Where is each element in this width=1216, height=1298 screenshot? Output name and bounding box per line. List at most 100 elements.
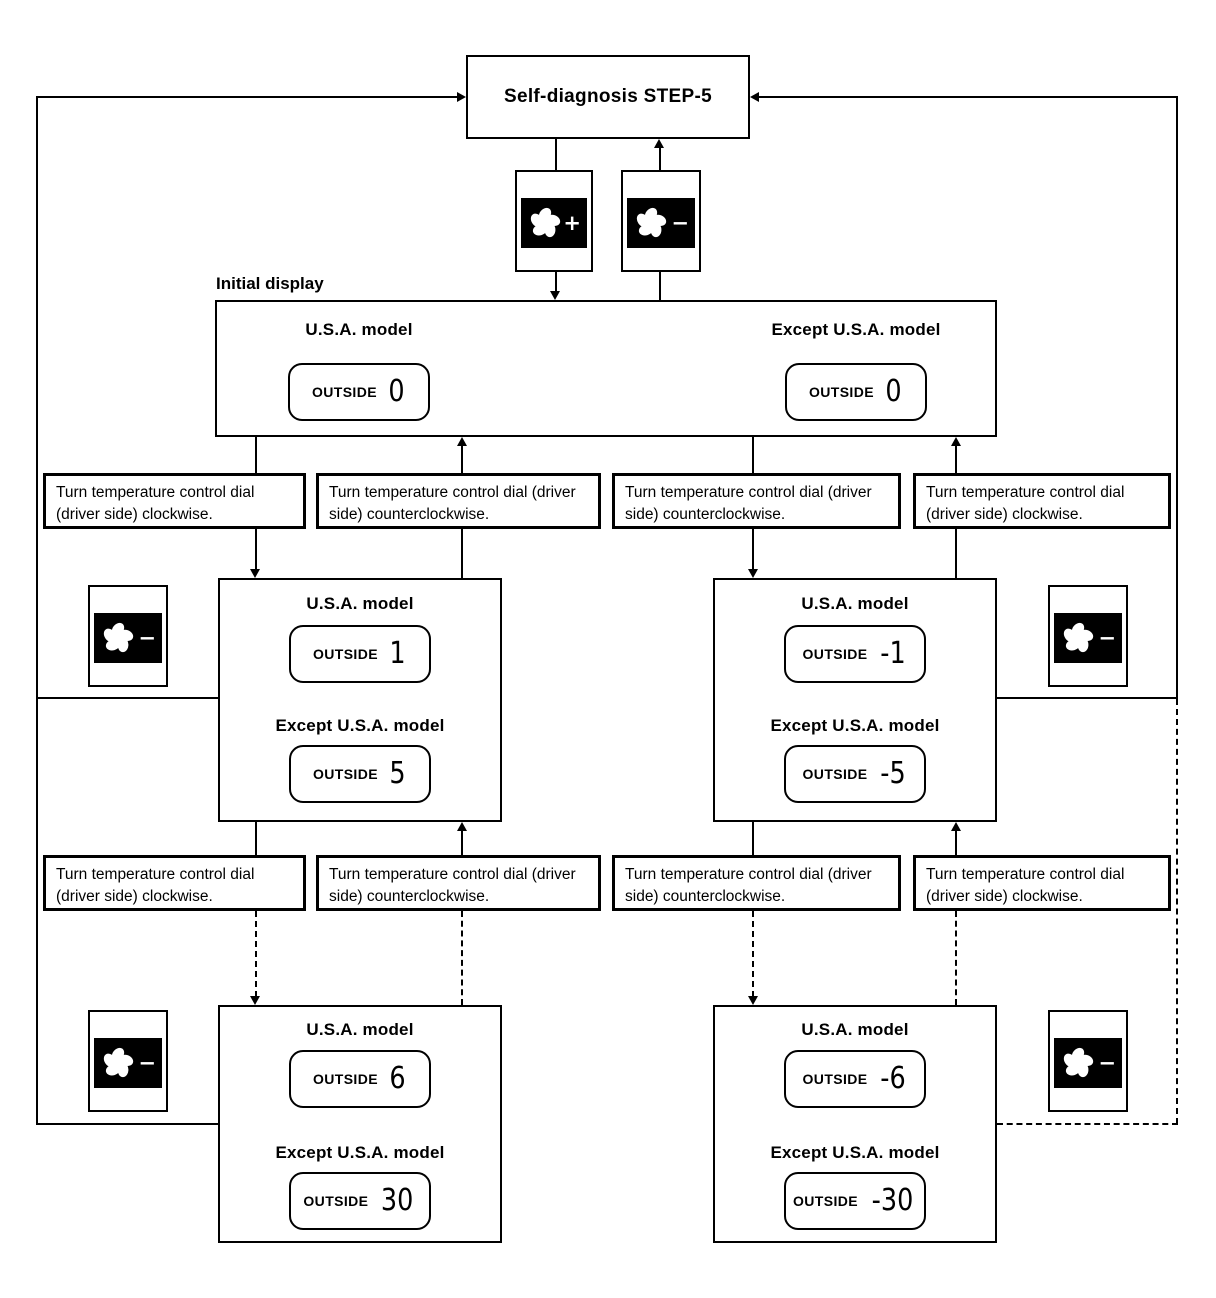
connector2-up-left-dashed xyxy=(461,911,463,1005)
except-usa-model-label: Except U.S.A. model xyxy=(771,320,941,339)
fan-down-line-top xyxy=(659,147,661,170)
fan-down-line-bottom xyxy=(659,272,661,300)
step5-box: Self-diagnosis STEP-5 xyxy=(466,55,750,139)
outside-label: OUTSIDE xyxy=(312,646,378,662)
connector-up-right-b xyxy=(955,529,957,578)
outside-value: -5 xyxy=(879,756,906,791)
connector-up-left-b xyxy=(461,529,463,578)
fan-down-panel: − xyxy=(627,198,695,248)
fan-up-panel: + xyxy=(521,198,587,248)
connector-down-left-a xyxy=(255,437,257,473)
fan-up-line-bottom xyxy=(555,272,557,294)
connector2-down-left-a xyxy=(255,822,257,855)
fan-down-panel: − xyxy=(1054,1038,1122,1088)
outside-label: OUTSIDE xyxy=(802,1071,868,1087)
arrowhead-into-bottom-right xyxy=(748,996,758,1005)
outside-label: OUTSIDE xyxy=(312,766,378,782)
connector2-up-right-a xyxy=(955,831,957,855)
connector-down-right-b xyxy=(752,529,754,570)
connector-up-left-a xyxy=(461,446,463,473)
connector2-down-left-dashed xyxy=(255,911,257,997)
connector-up-right-a xyxy=(955,446,957,473)
outside-value: 30 xyxy=(381,1183,414,1218)
outside-value: -6 xyxy=(879,1061,906,1096)
arrowhead-into-initial-display xyxy=(550,291,560,300)
minus-icon: − xyxy=(1098,1050,1116,1075)
connector2-down-right-a xyxy=(752,822,754,855)
fan-icon xyxy=(100,1045,136,1081)
right-feedback-vline-solid xyxy=(1176,96,1178,699)
right-bottom-branch-line-dashed xyxy=(997,1123,1178,1125)
fan-down-button-bottom-right: − xyxy=(1048,1010,1128,1112)
arrowhead-into-initial-right xyxy=(951,437,961,446)
except-usa-model-label: Except U.S.A. model xyxy=(770,716,940,735)
fan-icon xyxy=(1060,620,1096,656)
instruction-counterclockwise-1: Turn temperature control dial (driver si… xyxy=(316,473,601,529)
outside-readout-initial-except: OUTSIDE 0 xyxy=(785,363,927,421)
minus-icon: − xyxy=(1098,625,1116,650)
arrowhead-into-middle-right-bottom xyxy=(951,822,961,831)
connector-down-left-b xyxy=(255,529,257,570)
outside-readout-midleft-except: OUTSIDE 5 xyxy=(289,745,431,803)
fan-down-panel: − xyxy=(94,613,162,663)
usa-model-label: U.S.A. model xyxy=(305,320,413,339)
left-feedback-vline xyxy=(36,96,38,1125)
arrowhead-into-initial-left xyxy=(457,437,467,446)
connector-down-right-a xyxy=(752,437,754,473)
fan-down-button-top: − xyxy=(621,170,701,272)
outside-readout-botright-except: OUTSIDE -30 xyxy=(784,1172,926,1230)
instruction-counterclockwise-2: Turn temperature control dial (driver si… xyxy=(612,473,901,529)
outside-value: 0 xyxy=(388,374,405,409)
instruction-clockwise-4: Turn temperature control dial (driver si… xyxy=(913,855,1171,911)
outside-readout-botright-usa: OUTSIDE -6 xyxy=(784,1050,926,1108)
instruction-clockwise-1: Turn temperature control dial (driver si… xyxy=(43,473,306,529)
fan-icon xyxy=(1060,1045,1096,1081)
arrowhead-into-middle-right xyxy=(748,569,758,578)
fan-up-line-top xyxy=(555,139,557,170)
minus-icon: − xyxy=(138,625,156,650)
usa-model-label: U.S.A. model xyxy=(801,594,909,613)
connector2-up-left-a xyxy=(461,831,463,855)
outside-label: OUTSIDE xyxy=(802,646,868,662)
outside-readout-midright-usa: OUTSIDE -1 xyxy=(784,625,926,683)
fan-icon xyxy=(633,205,669,241)
outside-readout-initial-usa: OUTSIDE 0 xyxy=(288,363,430,421)
outside-label: OUTSIDE xyxy=(802,766,868,782)
arrowhead-into-bottom-left xyxy=(250,996,260,1005)
arrowhead-into-step5-right xyxy=(750,92,759,102)
outside-label: OUTSIDE xyxy=(311,384,377,400)
fan-down-panel: − xyxy=(1054,613,1122,663)
minus-icon: − xyxy=(138,1050,156,1075)
outside-readout-midleft-usa: OUTSIDE 1 xyxy=(289,625,431,683)
fan-down-button-mid-left: − xyxy=(88,585,168,687)
instruction-clockwise-3: Turn temperature control dial (driver si… xyxy=(43,855,306,911)
left-feedback-hline xyxy=(36,96,458,98)
instruction-counterclockwise-3: Turn temperature control dial (driver si… xyxy=(316,855,601,911)
fan-down-panel: − xyxy=(94,1038,162,1088)
fan-icon xyxy=(527,205,563,241)
fan-up-button: + xyxy=(515,170,593,272)
outside-label: OUTSIDE xyxy=(792,1193,859,1209)
usa-model-label: U.S.A. model xyxy=(306,594,414,613)
outside-value: 1 xyxy=(389,636,406,671)
outside-label: OUTSIDE xyxy=(312,1071,378,1087)
left-mid-branch-line xyxy=(36,697,218,699)
fan-icon xyxy=(100,620,136,656)
outside-readout-botleft-usa: OUTSIDE 6 xyxy=(289,1050,431,1108)
connector2-down-right-dashed xyxy=(752,911,754,997)
outside-label: OUTSIDE xyxy=(303,1193,369,1209)
arrowhead-into-middle-left xyxy=(250,569,260,578)
initial-display-label: Initial display xyxy=(216,274,324,293)
fan-down-button-mid-right: − xyxy=(1048,585,1128,687)
left-bottom-branch-line xyxy=(36,1123,218,1125)
step5-title: Self-diagnosis STEP-5 xyxy=(504,86,712,107)
arrowhead-into-step5-left xyxy=(457,92,466,102)
usa-model-label: U.S.A. model xyxy=(801,1020,909,1039)
outside-value: 6 xyxy=(389,1061,406,1096)
outside-value: 5 xyxy=(389,756,406,791)
instruction-clockwise-2: Turn temperature control dial (driver si… xyxy=(913,473,1171,529)
plus-icon: + xyxy=(563,210,581,235)
connector2-up-right-dashed xyxy=(955,911,957,1005)
arrowhead-into-middle-left-bottom xyxy=(457,822,467,831)
